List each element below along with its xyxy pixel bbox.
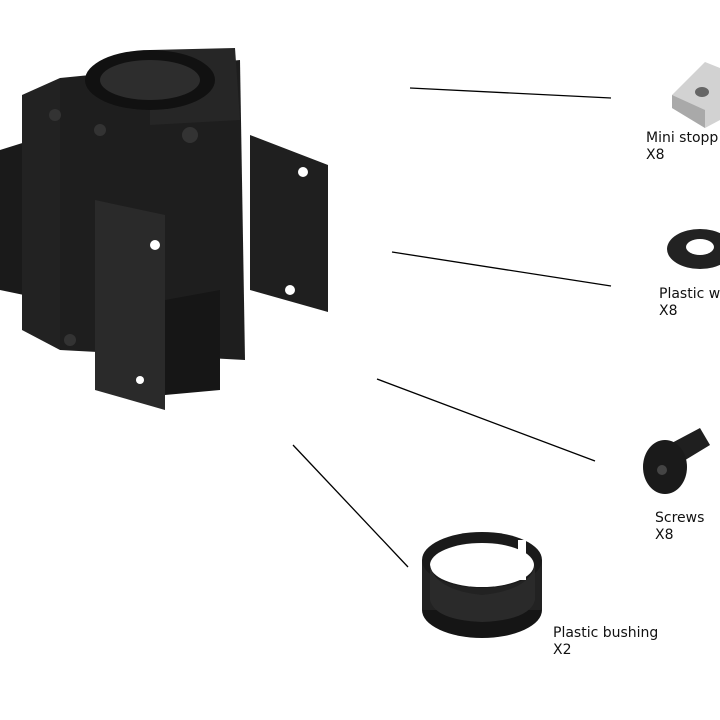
pole-mount-bracket: [0, 48, 328, 410]
part-label-mini-stopper: Mini stopp X8: [646, 130, 718, 164]
part-quantity: X2: [553, 642, 572, 658]
part-label-plastic-bushing: Plastic bushing X2: [553, 625, 658, 659]
leader-line-washer: [391, 251, 612, 287]
part-name: Plastic bushing: [553, 625, 659, 641]
part-name: Plastic w: [659, 286, 720, 302]
part-name: Mini stopp: [646, 130, 719, 146]
part-quantity: X8: [659, 303, 678, 319]
part-name: Screws: [655, 510, 705, 526]
part-label-screws: Screws X8: [655, 510, 704, 544]
leader-line-screw: [376, 378, 596, 462]
part-quantity: X8: [646, 147, 665, 163]
screw-part: [643, 428, 710, 494]
part-quantity: X8: [655, 527, 674, 543]
leader-line-bushing: [292, 444, 409, 568]
plastic-washer-part: [667, 229, 720, 269]
plastic-bushing-part: [422, 532, 542, 638]
leader-line-stopper: [409, 87, 612, 99]
part-label-plastic-washer: Plastic w X8: [659, 286, 720, 320]
mini-stopper-part: [672, 62, 720, 128]
